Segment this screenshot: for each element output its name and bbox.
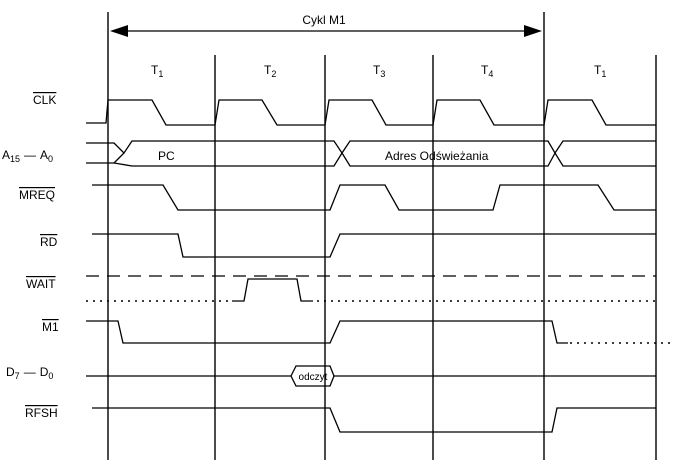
signal-label-wait: WAIT xyxy=(26,277,56,291)
mreq-waveform xyxy=(92,184,656,211)
rfsh-waveform xyxy=(92,407,656,433)
signal-label-m1: M1 xyxy=(42,320,59,334)
address-bus-waveform xyxy=(86,140,656,167)
signal-label-data: D7—D0 xyxy=(6,365,53,381)
period-label-t4: T4 xyxy=(481,63,493,79)
title-background xyxy=(288,12,360,28)
signal-label-address: A15—A0 xyxy=(2,148,53,164)
signal-label-clk: CLK xyxy=(33,93,56,107)
period-label-t2: T2 xyxy=(264,63,276,79)
bus-label-pc: PC xyxy=(158,149,175,163)
rd-waveform xyxy=(92,233,656,258)
signal-label-mreq: MREQ xyxy=(19,188,55,202)
clk-waveform xyxy=(86,99,656,126)
period-label-t1: T1 xyxy=(151,63,163,79)
bus-label-refresh-address: Adres Odświeżania xyxy=(385,149,489,163)
cycle-arrow xyxy=(110,25,542,37)
period-label-t1-next: T1 xyxy=(594,63,606,79)
cycle-title: Cykl M1 xyxy=(302,13,346,27)
wait-waveform xyxy=(232,278,313,302)
data-bus-read-window xyxy=(290,365,335,387)
bus-label-read: odczyt xyxy=(299,372,328,383)
period-label-t3: T3 xyxy=(373,63,385,79)
m1-waveform xyxy=(86,320,568,344)
signal-label-rd: RD xyxy=(40,235,58,249)
signal-label-rfsh: RFSH xyxy=(25,406,58,420)
